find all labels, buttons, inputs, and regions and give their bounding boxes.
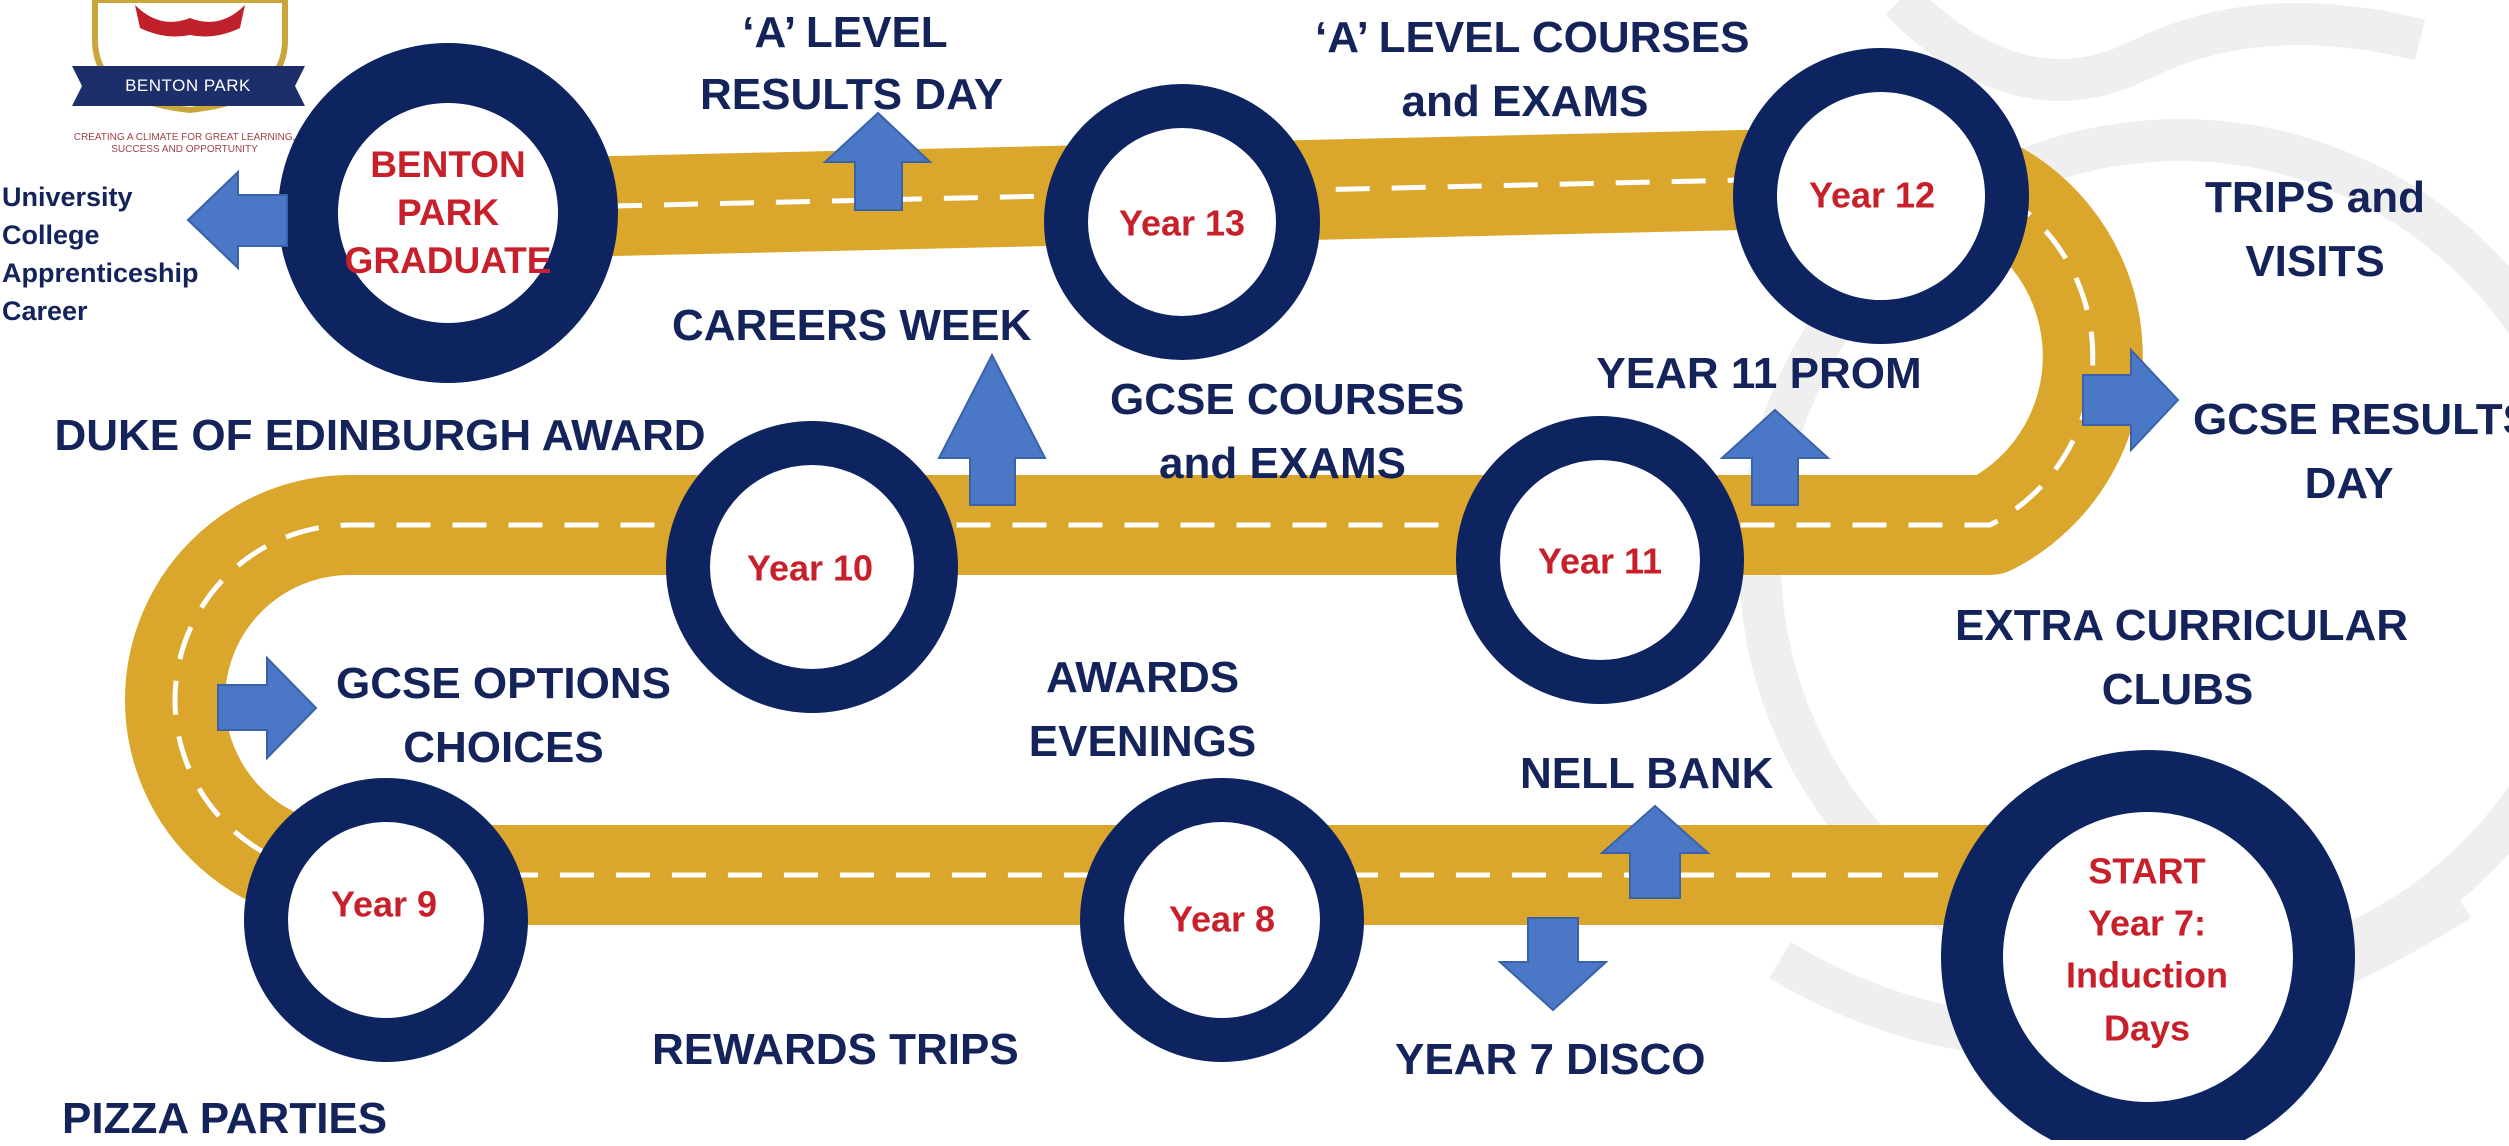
label-gcse-results: GCSE RESULTS DAY <box>2193 388 2509 516</box>
ring-graduate <box>278 43 618 383</box>
milestone-year9: Year 9 <box>330 883 438 925</box>
ring-start <box>1941 750 2355 1140</box>
gcse-results-line-1: GCSE RESULTS <box>2193 395 2509 444</box>
milestone-start: START Year 7: Induction Days <box>2066 846 2228 1055</box>
awards-evenings-line-2: EVENINGS <box>1028 717 1257 766</box>
label-awards-evenings: AWARDS EVENINGS <box>1015 646 1270 774</box>
label-a-level-courses: ‘A’ LEVEL COURSES and EXAMS <box>1315 6 1750 134</box>
label-gcse-courses: GCSE COURSES and EXAMS <box>1110 368 1465 496</box>
gcse-courses-line-1: GCSE COURSES <box>1110 375 1465 424</box>
trips-visits-line-1: TRIPS and <box>2204 173 2426 222</box>
logo-school-name: BENTON PARK <box>125 76 251 95</box>
logo-banner <box>72 66 305 106</box>
pathway-college: College <box>2 220 100 250</box>
milestone-rings <box>244 43 2355 1140</box>
pathway-university: University <box>2 182 133 212</box>
label-year11-prom: YEAR 11 PROM <box>1596 349 1922 398</box>
ring-year9 <box>244 778 528 1062</box>
label-a-level-results: ‘A’ LEVEL RESULTS DAY <box>700 2 1004 126</box>
ring-year8 <box>1080 778 1364 1062</box>
tagline-line-1: CREATING A CLIMATE FOR GREAT LEARNING, <box>73 132 296 143</box>
ring-year13 <box>1044 84 1320 360</box>
trips-visits-line-2: VISITS <box>2245 237 2385 286</box>
arrow-up-icon <box>1719 408 1831 506</box>
arrow-up-icon <box>1599 804 1711 899</box>
graduate-line-2: PARK <box>396 191 500 233</box>
milestone-year12: Year 12 <box>1808 174 1936 216</box>
label-extra-curricular: EXTRA CURRICULAR CLUBS <box>1955 594 2409 722</box>
ring-year10 <box>666 421 958 713</box>
arrow-up-icon <box>822 111 933 211</box>
milestone-graduate: BENTON PARK GRADUATE <box>345 141 552 285</box>
label-careers-week: CAREERS WEEK <box>672 301 1032 350</box>
graduate-line-1: BENTON <box>370 143 526 185</box>
label-duke-of-edinburgh: DUKE OF EDINBURGH AWARD <box>54 411 706 460</box>
logo-tagline: CREATING A CLIMATE FOR GREAT LEARNING, S… <box>72 132 297 156</box>
arrow-left-icon <box>186 169 288 271</box>
milestone-year8: Year 8 <box>1168 898 1276 940</box>
gcse-courses-line-2: and EXAMS <box>1159 439 1406 488</box>
pathways-list: University College Apprenticeship Career <box>2 178 199 330</box>
pathway-career: Career <box>2 296 88 326</box>
a-level-results-line-2: RESULTS DAY <box>700 70 1004 119</box>
label-year7-disco: YEAR 7 DISCO <box>1395 1035 1706 1084</box>
graduate-line-3: GRADUATE <box>344 240 552 282</box>
tagline-line-2: SUCCESS AND OPPORTUNITY <box>111 144 258 155</box>
ring-year12 <box>1733 48 2029 344</box>
label-gcse-options: GCSE OPTIONS CHOICES <box>336 652 671 780</box>
road-center-line <box>172 172 2096 878</box>
gcse-options-line-1: GCSE OPTIONS <box>336 659 671 708</box>
lion-crest-icon <box>72 0 305 114</box>
arrow-down-icon <box>1497 917 1609 1012</box>
start-line-4: Days <box>2103 1007 2191 1049</box>
ring-year11 <box>1456 416 1744 704</box>
a-level-results-line-1: ‘A’ LEVEL <box>742 8 948 57</box>
start-line-1: START <box>2088 850 2206 892</box>
awards-evenings-line-1: AWARDS <box>1045 653 1240 702</box>
milestone-year10: Year 10 <box>746 547 874 589</box>
extra-curricular-line-2: CLUBS <box>2101 665 2254 714</box>
pathway-apprenticeship: Apprenticeship <box>2 258 199 288</box>
extra-curricular-line-1: EXTRA CURRICULAR <box>1955 601 2409 650</box>
milestone-year13: Year 13 <box>1118 202 1246 244</box>
arrow-up-icon <box>937 352 1047 506</box>
arrow-right-icon <box>2082 347 2180 453</box>
a-level-courses-line-1: ‘A’ LEVEL COURSES <box>1315 13 1750 62</box>
label-pizza-parties: PIZZA PARTIES <box>62 1094 388 1143</box>
gcse-results-line-2: DAY <box>2304 459 2394 508</box>
start-line-3: Induction <box>2066 955 2228 996</box>
start-line-2: Year 7: <box>2087 902 2207 944</box>
label-trips-visits: TRIPS and VISITS <box>2190 166 2440 294</box>
label-nell-bank: NELL BANK <box>1520 749 1774 798</box>
gcse-options-line-2: CHOICES <box>403 723 604 772</box>
arrow-right-icon <box>217 655 318 761</box>
a-level-courses-line-2: and EXAMS <box>1401 77 1649 126</box>
milestone-year11: Year 11 <box>1537 540 1663 582</box>
label-rewards-trips: REWARDS TRIPS <box>652 1025 1019 1074</box>
